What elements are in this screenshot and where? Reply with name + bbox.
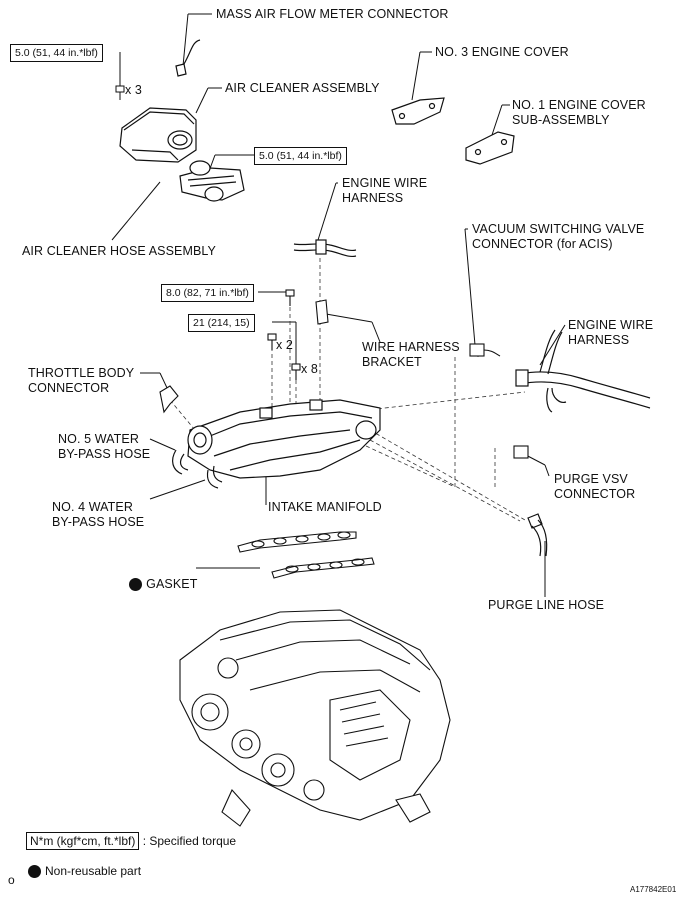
no4-water-bypass-hose-label: NO. 4 WATER BY-PASS HOSE <box>52 500 145 529</box>
bolt-count-x8: x 8 <box>301 362 318 376</box>
mass-air-flow-meter-connector-label: MASS AIR FLOW METER CONNECTOR <box>216 7 449 21</box>
figure-id: A177842E01 <box>630 885 677 894</box>
purge-vsv-connector-label: PURGE VSV CONNECTOR <box>554 472 636 501</box>
engine-wire-harness-top-label: ENGINE WIRE HARNESS <box>342 176 428 205</box>
non-reusable-marker-icon <box>129 578 143 592</box>
bolt-count-x3: x 3 <box>125 83 142 97</box>
engine-wire-harness-right-label: ENGINE WIRE HARNESS <box>568 318 654 347</box>
legend-non-reusable-text: Non-reusable part <box>45 864 142 878</box>
legend-specified-torque: N*m (kgf*cm, ft.*lbf) : Specified torque <box>26 832 237 850</box>
throttle-body-connector-label: THROTTLE BODY CONNECTOR <box>28 366 135 395</box>
torque-box-3: 8.0 (82, 71 in.*lbf) <box>161 284 254 302</box>
gasket-label: GASKET <box>122 562 197 592</box>
corner-mark: o <box>8 873 15 887</box>
legend-torque-text: : Specified torque <box>142 834 237 848</box>
air-cleaner-hose-assembly-label: AIR CLEANER HOSE ASSEMBLY <box>22 244 216 258</box>
vacuum-switching-valve-label: VACUUM SWITCHING VALVE CONNECTOR (for AC… <box>472 222 645 251</box>
torque-box-4: 21 (214, 15) <box>188 314 255 332</box>
torque-box-1: 5.0 (51, 44 in.*lbf) <box>10 44 103 62</box>
wire-harness-bracket-label: WIRE HARNESS BRACKET <box>362 340 460 369</box>
non-reusable-legend-icon <box>28 865 41 879</box>
no3-engine-cover-label: NO. 3 ENGINE COVER <box>435 45 569 59</box>
purge-line-hose-label: PURGE LINE HOSE <box>488 598 605 612</box>
air-cleaner-assembly-label: AIR CLEANER ASSEMBLY <box>225 81 380 95</box>
gasket-text: GASKET <box>146 577 198 591</box>
legend-non-reusable: Non-reusable part <box>28 864 142 879</box>
torque-box-2: 5.0 (51, 44 in.*lbf) <box>254 147 347 165</box>
legend-torque-box: N*m (kgf*cm, ft.*lbf) <box>26 832 140 850</box>
no1-engine-cover-label: NO. 1 ENGINE COVER SUB-ASSEMBLY <box>512 98 646 127</box>
intake-manifold-label: INTAKE MANIFOLD <box>268 500 382 514</box>
bolt-count-x2: x 2 <box>276 338 293 352</box>
no5-water-bypass-hose-label: NO. 5 WATER BY-PASS HOSE <box>58 432 151 461</box>
